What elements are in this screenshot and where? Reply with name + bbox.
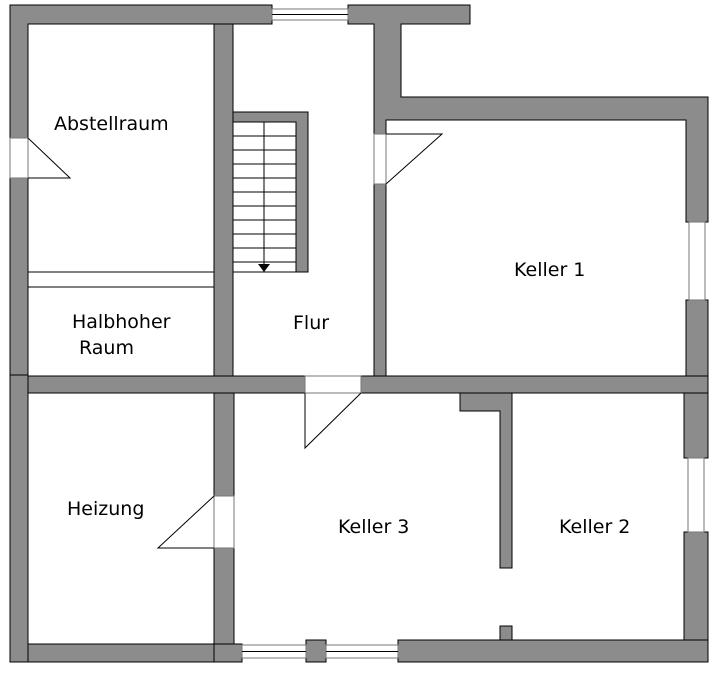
- label-heizung: Heizung: [67, 498, 144, 520]
- wall-keller3-keller2-stub: [499, 625, 513, 641]
- room-labels: Abstellraum Halbhoher Raum Flur Keller 1…: [54, 113, 630, 538]
- wall-flur-keller1: [373, 183, 387, 377]
- room-outlines: [28, 271, 214, 288]
- wall-north-east: [347, 4, 709, 223]
- wall-south-west: [27, 643, 215, 663]
- wall-south-east: [397, 639, 709, 663]
- door-abstellraum-swing[interactable]: [27, 137, 72, 179]
- wall-east-k1-lower: [685, 299, 709, 377]
- door-keller3-opening[interactable]: [304, 375, 362, 394]
- wall-keller1-south: [360, 375, 709, 394]
- door-abstellraum-opening[interactable]: [9, 137, 29, 179]
- door-heizung-opening[interactable]: [213, 495, 235, 549]
- doors[interactable]: [9, 133, 444, 549]
- staircase: [232, 121, 297, 273]
- wall-west-lower: [9, 374, 29, 663]
- label-keller2: Keller 2: [559, 516, 630, 538]
- door-keller1-opening[interactable]: [373, 133, 387, 185]
- wall-south-corner: [213, 643, 243, 663]
- door-heizung-swing[interactable]: [156, 495, 215, 549]
- wall-west-upper: [9, 177, 29, 376]
- label-keller3: Keller 3: [338, 516, 409, 538]
- label-halbhoher-raum-line1: Halbhoher: [72, 311, 171, 333]
- label-flur: Flur: [293, 312, 329, 334]
- label-keller1: Keller 1: [514, 259, 585, 281]
- windows: [241, 8, 706, 659]
- stair-arrow-icon: [258, 264, 270, 272]
- window-east-keller2: [687, 457, 705, 533]
- wall-mid-horizontal: [27, 375, 306, 394]
- door-keller1-swing[interactable]: [385, 133, 444, 185]
- wall-keller3-keller2: [459, 392, 513, 569]
- wall-east-k2-upper: [683, 392, 709, 459]
- door-keller3-swing[interactable]: [304, 392, 362, 450]
- wall-east-k2-lower: [683, 531, 709, 641]
- wall-south-pier: [305, 639, 327, 663]
- wall-abstell-flur: [213, 23, 234, 377]
- wall-heizung-keller3-upper: [213, 392, 235, 497]
- walls: [9, 4, 709, 663]
- label-halbhoher-raum-line2: Raum: [79, 337, 134, 359]
- label-abstellraum: Abstellraum: [54, 113, 169, 135]
- window-east-keller1: [688, 221, 706, 301]
